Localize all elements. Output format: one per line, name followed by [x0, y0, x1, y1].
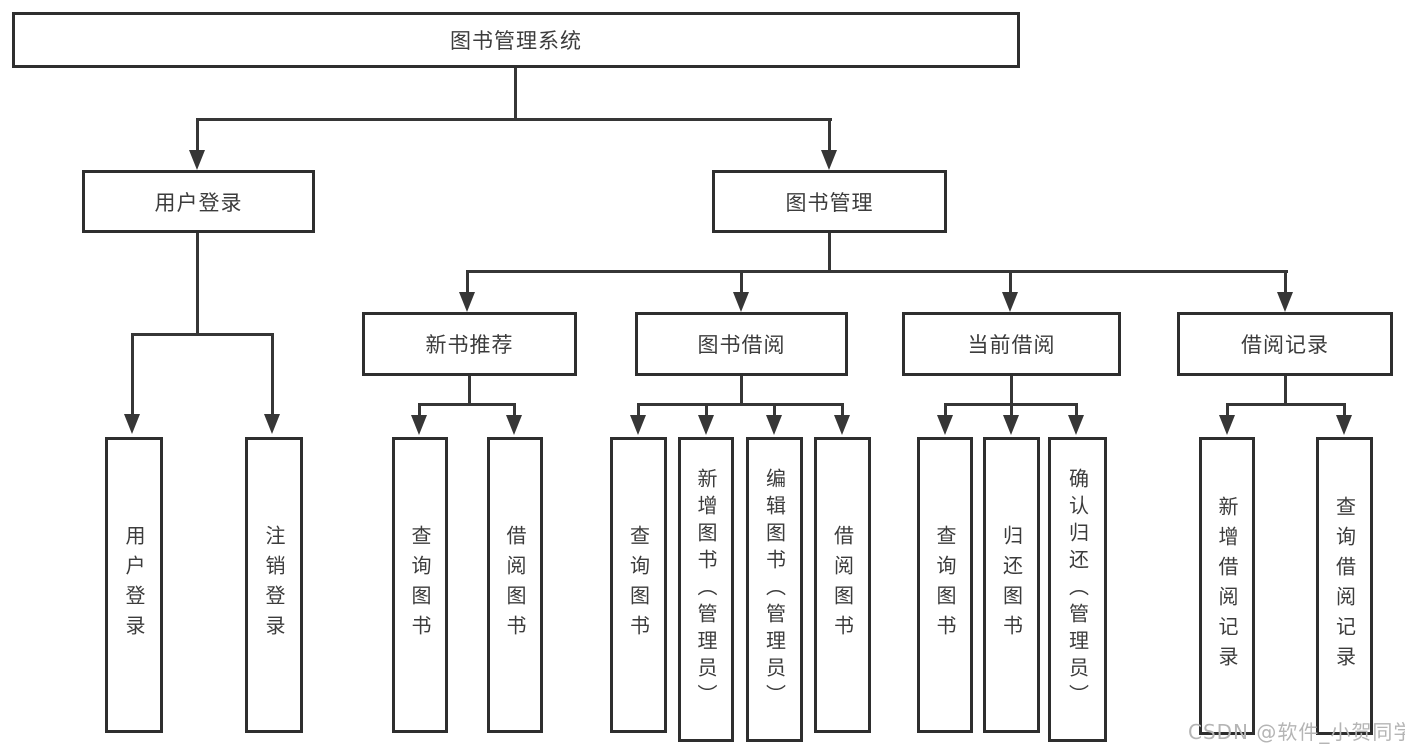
node-user-login: 用户登录 — [82, 170, 315, 233]
csdn-watermark: CSDN @软件_小贺同学 — [1188, 720, 1405, 744]
leaf-g1-query-book-label: 查询图书 — [408, 525, 432, 645]
connector-g3-leaf1-drop — [944, 403, 947, 416]
connector-group4-bar — [1226, 403, 1346, 406]
connector-login-leaf2-drop — [271, 333, 274, 415]
node-borrow-record: 借阅记录 — [1177, 312, 1393, 376]
leaf-g4-add-borrow-record-label: 新增借阅记录 — [1215, 496, 1239, 676]
arrow-to-g4-leaf1 — [1219, 415, 1235, 435]
leaf-g3-return-book: 归还图书 — [983, 437, 1040, 733]
arrow-to-g1-leaf1 — [411, 415, 427, 435]
connector-group4-stem — [1284, 376, 1287, 406]
connector-group3-drop — [1009, 270, 1012, 294]
node-book-borrow: 图书借阅 — [635, 312, 848, 376]
leaf-g3-query-book-label: 查询图书 — [933, 525, 957, 645]
connector-g2-leaf2-drop — [705, 403, 708, 416]
connector-group1-stem — [468, 376, 471, 406]
arrow-to-group4 — [1277, 292, 1293, 312]
leaf-g3-confirm-return-admin: 确认归还（管理员） — [1048, 437, 1107, 742]
leaf-g3-confirm-return-admin-label: 确认归还（管理员） — [1065, 468, 1090, 711]
connector-g2-leaf1-drop — [637, 403, 640, 416]
arrow-to-login-leaf1 — [124, 414, 140, 434]
node-root-label: 图书管理系统 — [450, 29, 582, 53]
node-root: 图书管理系统 — [12, 12, 1020, 68]
arrow-to-login — [189, 150, 205, 170]
connector-root-stem — [514, 68, 517, 120]
connector-login-leaf1-drop — [131, 333, 134, 415]
leaf-g1-borrow-book-label: 借阅图书 — [503, 525, 527, 645]
leaf-g2-borrow-book-label: 借阅图书 — [830, 525, 855, 645]
connector-g4-leaf1-drop — [1226, 403, 1229, 416]
node-book-manage: 图书管理 — [712, 170, 947, 233]
leaf-logout-label: 注销登录 — [262, 525, 286, 645]
arrow-to-group3 — [1002, 292, 1018, 312]
connector-g3-leaf3-drop — [1075, 403, 1078, 416]
arrow-to-g2-leaf3 — [766, 415, 782, 435]
arrow-to-login-leaf2 — [264, 414, 280, 434]
arrow-to-g3-leaf1 — [937, 415, 953, 435]
leaf-g4-query-borrow-record: 查询借阅记录 — [1316, 437, 1373, 735]
arrow-to-g2-leaf1 — [630, 415, 646, 435]
node-book-manage-label: 图书管理 — [785, 190, 874, 215]
connector-g2-leaf3-drop — [773, 403, 776, 416]
leaf-g2-edit-book-admin: 编辑图书（管理员） — [746, 437, 803, 742]
node-current-borrow-label: 当前借阅 — [967, 333, 1056, 357]
arrow-to-g4-leaf2 — [1336, 415, 1352, 435]
leaf-user-login-label: 用户登录 — [122, 525, 146, 645]
connector-root-bar — [196, 118, 832, 121]
connector-g4-leaf2-drop — [1343, 403, 1346, 416]
leaf-g3-return-book-label: 归还图书 — [999, 525, 1024, 645]
arrow-to-group2 — [733, 292, 749, 312]
leaf-g2-edit-book-admin-label: 编辑图书（管理员） — [762, 468, 787, 711]
connector-group1-drop — [466, 270, 469, 294]
node-user-login-label: 用户登录 — [154, 190, 243, 215]
node-new-book-recommend: 新书推荐 — [362, 312, 577, 376]
arrow-to-g1-leaf2 — [506, 415, 522, 435]
connector-g1-leaf1-drop — [418, 403, 421, 416]
arrow-to-g3-leaf3 — [1068, 415, 1084, 435]
leaf-g4-query-borrow-record-label: 查询借阅记录 — [1332, 496, 1357, 676]
connector-g1-leaf2-drop — [513, 403, 516, 416]
leaf-g1-query-book: 查询图书 — [392, 437, 448, 733]
node-book-borrow-label: 图书借阅 — [697, 333, 786, 357]
arrow-to-group1 — [459, 292, 475, 312]
connector-login-stem — [196, 233, 199, 335]
node-new-book-recommend-label: 新书推荐 — [425, 333, 514, 357]
leaf-g1-borrow-book: 借阅图书 — [487, 437, 543, 733]
leaf-g4-add-borrow-record: 新增借阅记录 — [1199, 437, 1255, 735]
connector-group2-bar — [637, 403, 844, 406]
connector-group2-stem — [740, 376, 743, 406]
arrow-to-g2-leaf2 — [698, 415, 714, 435]
connector-group1-bar — [418, 403, 516, 406]
connector-manage-bar — [466, 270, 1288, 273]
leaf-logout: 注销登录 — [245, 437, 303, 733]
arrow-to-g3-leaf2 — [1003, 415, 1019, 435]
leaf-g2-query-book-label: 查询图书 — [626, 525, 651, 645]
leaf-g2-query-book: 查询图书 — [610, 437, 667, 733]
leaf-g3-query-book: 查询图书 — [917, 437, 973, 733]
arrow-to-manage — [821, 150, 837, 170]
connector-g3-leaf2-drop — [1010, 403, 1013, 416]
leaf-g2-add-book-admin-label: 新增图书（管理员） — [694, 468, 718, 711]
connector-group4-drop — [1284, 270, 1287, 294]
connector-g2-leaf4-drop — [841, 403, 844, 416]
node-current-borrow: 当前借阅 — [902, 312, 1121, 376]
connector-login-drop — [196, 118, 199, 152]
leaf-user-login: 用户登录 — [105, 437, 163, 733]
leaf-g2-borrow-book: 借阅图书 — [814, 437, 871, 733]
node-borrow-record-label: 借阅记录 — [1241, 333, 1329, 357]
connector-manage-drop — [828, 118, 831, 152]
arrow-to-g2-leaf4 — [834, 415, 850, 435]
connector-group3-stem — [1010, 376, 1013, 406]
connector-manage-stem — [828, 233, 831, 273]
connector-login-bar — [131, 333, 274, 336]
leaf-g2-add-book-admin: 新增图书（管理员） — [678, 437, 734, 742]
connector-group2-drop — [740, 270, 743, 294]
